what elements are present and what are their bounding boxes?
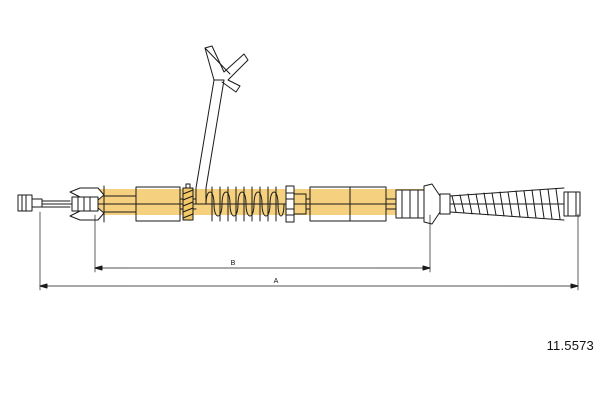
- left-end-terminal: [17, 194, 43, 212]
- right-end-terminal: [563, 191, 581, 217]
- right-abutment-bracket: [395, 183, 451, 225]
- tension-spring: [205, 186, 285, 222]
- left-sleeve: [41, 200, 71, 208]
- bent-lever-arm: [195, 45, 249, 205]
- dimension-b-label: B: [231, 260, 236, 267]
- middle-housing: [305, 186, 397, 222]
- dimension-a-label: A: [274, 278, 279, 285]
- cable-clip: [182, 183, 194, 221]
- left-abutment-bracket: [69, 185, 105, 223]
- part-number: 11.5573: [546, 338, 594, 353]
- dimension-a: [39, 211, 579, 291]
- dimension-b: [94, 214, 431, 273]
- adjuster-nut: [285, 185, 307, 223]
- return-spring: [449, 187, 565, 221]
